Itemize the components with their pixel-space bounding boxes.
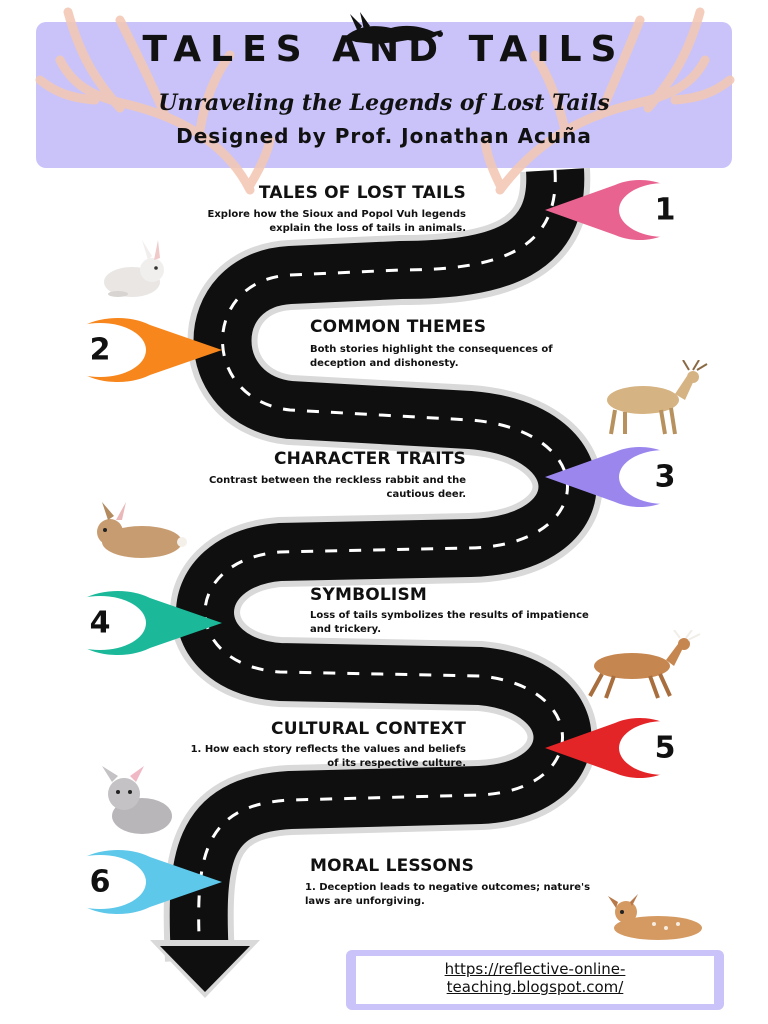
blog-link[interactable]: https://reflective-online- teaching.blog…: [356, 960, 714, 996]
section-1-desc-line-1: Explore how the Sioux and Popol Vuh lege…: [207, 209, 466, 220]
section-3-desc: Contrast between the reckless rabbit and…: [60, 474, 466, 502]
section-3-desc-line-2: cautious deer.: [386, 489, 466, 500]
page-subtitle: Unraveling the Legends of Lost Tails: [158, 90, 610, 116]
section-3-desc-line-1: Contrast between the reckless rabbit and…: [208, 475, 466, 486]
section-5-desc-line-2: of its respective culture.: [327, 758, 466, 769]
section-4-desc: Loss of tails symbolizes the results of …: [310, 609, 700, 637]
marker-3: 3: [545, 447, 711, 508]
marker-4-number: 4: [90, 606, 111, 641]
road-arrow-icon: [160, 946, 250, 992]
section-1-desc: Explore how the Sioux and Popol Vuh lege…: [60, 208, 466, 236]
section-5-desc-line-1: 1. How each story reflects the values an…: [190, 744, 466, 755]
blog-link-line-1[interactable]: https://reflective-online-: [444, 960, 626, 978]
rabbit-icon: [102, 766, 172, 834]
section-6-desc: 1. Deception leads to negative outcomes;…: [305, 881, 705, 909]
blog-link-line-2[interactable]: teaching.blogspot.com/: [446, 978, 624, 996]
section-2-desc-line-1: Both stories highlight the consequences …: [310, 344, 553, 355]
deer-icon: [607, 360, 708, 435]
antler-icon: [35, 7, 735, 195]
section-2-desc: Both stories highlight the consequences …: [310, 343, 670, 371]
section-1-desc-line-2: explain the loss of tails in animals.: [269, 223, 466, 234]
rabbit-icon: [104, 240, 164, 297]
deer-icon: [588, 630, 701, 699]
marker-1: 1: [545, 180, 711, 240]
marker-3-number: 3: [655, 460, 676, 495]
designer-credit: Designed by Prof. Jonathan Acuña: [176, 124, 592, 148]
rabbit-icon: [97, 502, 187, 558]
marker-6: 6: [54, 850, 222, 914]
section-5-title: CULTURAL CONTEXT: [271, 719, 466, 739]
rabbit-icon: [344, 12, 443, 44]
marker-5-number: 5: [655, 731, 676, 766]
section-4-desc-line-1: Loss of tails symbolizes the results of …: [310, 610, 589, 621]
section-2-desc-line-2: deception and dishonesty.: [310, 358, 459, 369]
section-5-desc: 1. How each story reflects the values an…: [60, 743, 466, 771]
section-3-title: CHARACTER TRAITS: [273, 449, 466, 469]
section-6-title: MORAL LESSONS: [310, 856, 475, 876]
section-4-desc-line-2: and trickery.: [310, 624, 382, 635]
section-6-desc-line-2: laws are unforgiving.: [305, 896, 425, 907]
section-2-title: COMMON THEMES: [310, 317, 487, 337]
marker-6-number: 6: [90, 865, 111, 900]
marker-2-number: 2: [90, 333, 111, 368]
footer-link-inner: [356, 956, 714, 1004]
section-4-title: SYMBOLISM: [310, 585, 427, 605]
marker-5: 5: [545, 718, 711, 778]
section-1-title: TALES OF LOST TAILS: [258, 183, 466, 203]
fawn-icon: [608, 894, 702, 940]
marker-2: 2: [54, 317, 222, 382]
section-6-desc-line-1: 1. Deception leads to negative outcomes;…: [305, 882, 591, 893]
marker-4: 4: [54, 591, 222, 655]
marker-1-number: 1: [655, 193, 676, 228]
